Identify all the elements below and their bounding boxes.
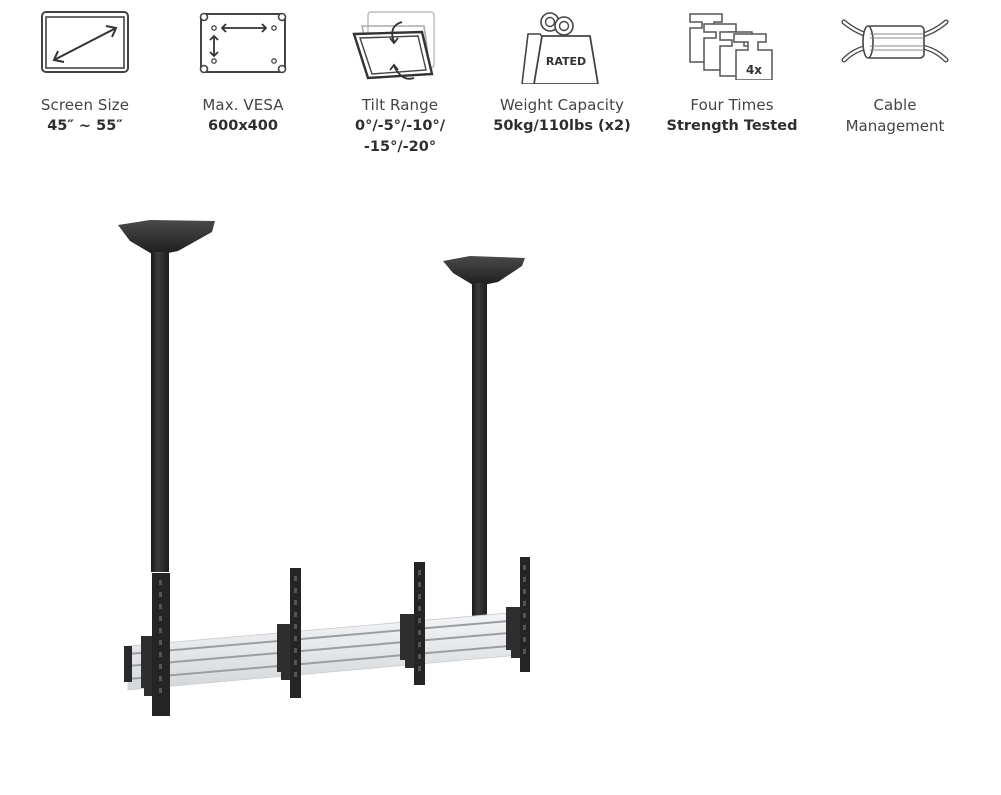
weight-rated-icon: RATED [521, 12, 599, 84]
cable-management-icon [841, 19, 949, 63]
feature-value: Strength Tested [666, 118, 798, 134]
feature-label: Cable [873, 96, 917, 114]
feature-label: Max. VESA [202, 96, 284, 114]
feature-label: Tilt Range [361, 96, 439, 114]
four-times-label: 4x [746, 63, 762, 77]
rated-label: RATED [546, 55, 586, 68]
feature-label: Weight Capacity [499, 96, 625, 114]
feature-label: Four Times [690, 96, 774, 114]
ceiling-pole-right [443, 256, 525, 652]
horizontal-rails [124, 611, 521, 691]
product-image-video-wall-ceiling-mount [118, 220, 530, 716]
screen-size-icon [41, 11, 129, 73]
feature-value: 600x400 [208, 118, 278, 134]
feature-value: 0°/-5°/-10°/ [354, 118, 446, 134]
feature-label: Screen Size [40, 96, 130, 114]
mounting-arm-4 [506, 557, 530, 672]
feature-value: 45″ ~ 55″ [47, 118, 123, 134]
feature-value: Management [845, 117, 945, 135]
vesa-pattern-icon [199, 12, 287, 74]
mounting-arm-2 [277, 568, 301, 698]
feature-value-line2: -15°/-20° [363, 139, 437, 155]
tilt-icon [352, 11, 435, 80]
feature-value: 50kg/110lbs (x2) [493, 118, 631, 134]
mounting-arm-3 [400, 562, 425, 685]
mounting-arm-1 [141, 573, 170, 716]
feature-icons-row: Screen Size 45″ ~ 55″ Max. VESA 600x400 [0, 0, 1001, 170]
strength-tested-icon: 4x [689, 13, 773, 80]
ceiling-pole-left [118, 220, 215, 572]
